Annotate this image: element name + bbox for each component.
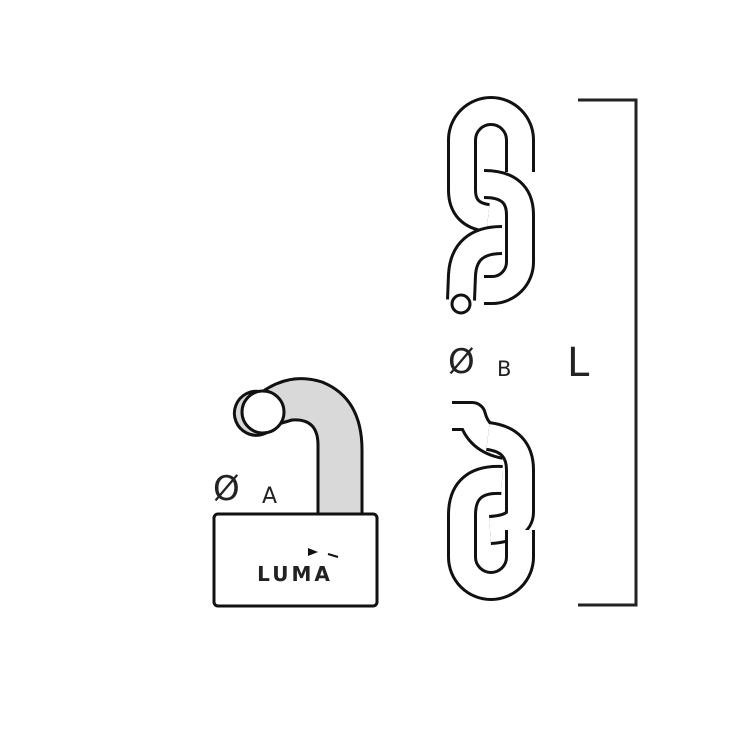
padlock-body: [212, 512, 379, 608]
logo-accent-icon: [327, 553, 339, 558]
logo-flag-icon: [308, 548, 318, 556]
chain-bottom: [447, 401, 535, 601]
luma-logo: LUMA: [257, 548, 339, 586]
chain-cross-section: [450, 293, 472, 315]
length-bracket: [578, 98, 638, 607]
chain-link: [485, 421, 535, 545]
diameter-b-symbol: Ø: [448, 342, 475, 382]
logo-text: LUMA: [257, 562, 333, 586]
chain-link: [447, 464, 535, 601]
chain-link: [446, 225, 503, 315]
diameter-a-letter: A: [262, 484, 277, 509]
padlock-shackle: [232, 377, 364, 516]
diameter-a-symbol: Ø: [213, 469, 240, 509]
chain-link: [477, 169, 535, 305]
chain-link: [447, 96, 535, 233]
chain-top: [446, 96, 535, 315]
diameter-b-letter: B: [497, 357, 511, 381]
shackle-cross-section: [240, 389, 286, 435]
length-label: L: [567, 340, 590, 386]
